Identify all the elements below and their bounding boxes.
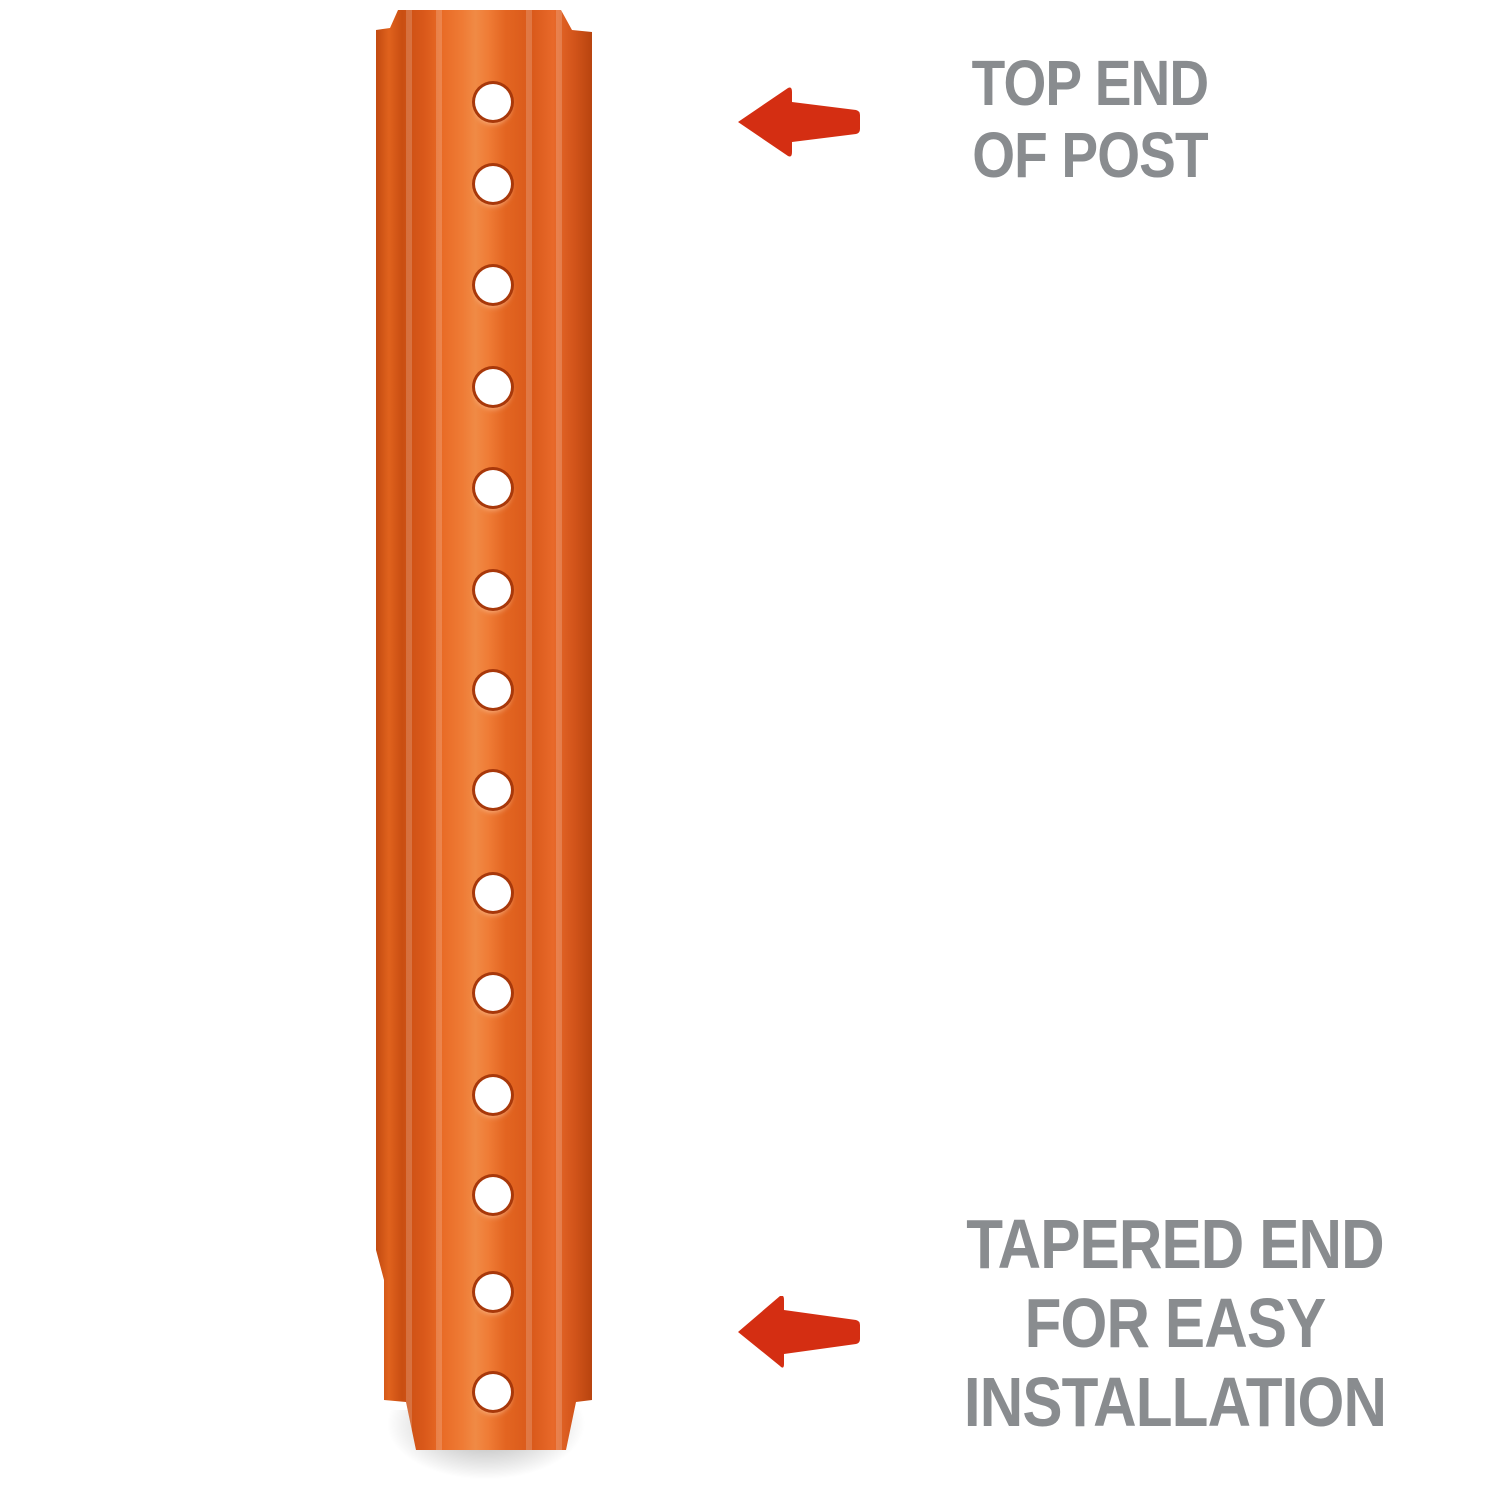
- post-hole: [475, 975, 511, 1011]
- post-hole: [475, 267, 511, 303]
- post-hole: [475, 672, 511, 708]
- post-hole: [475, 875, 511, 911]
- post-hole: [475, 470, 511, 506]
- callout-line: TOP END: [971, 47, 1209, 119]
- post-hole: [475, 1177, 511, 1213]
- callout-line: TAPERED END: [966, 1205, 1384, 1283]
- left-arrow-icon: [738, 1296, 860, 1368]
- sign-post: [376, 10, 592, 1480]
- post-hole: [475, 572, 511, 608]
- callout-bottom-label: TAPERED END FOR EASY INSTALLATION: [943, 1205, 1407, 1442]
- post-hole: [475, 84, 511, 120]
- post-hole: [475, 1274, 511, 1310]
- callout-line: FOR EASY: [1024, 1284, 1327, 1363]
- post-rib: [436, 10, 442, 1450]
- post-hole: [475, 1077, 511, 1113]
- callout-line: INSTALLATION: [963, 1363, 1387, 1442]
- post-rib: [406, 10, 412, 1450]
- post-hole: [475, 772, 511, 808]
- post-hole: [475, 166, 511, 202]
- post-hole: [475, 1374, 511, 1410]
- post-hole: [475, 369, 511, 405]
- left-arrow-icon: [738, 87, 860, 157]
- post-rib: [556, 10, 562, 1450]
- post-rib: [526, 10, 532, 1450]
- callout-line: OF POST: [972, 118, 1208, 191]
- callout-top-label: TOP END OF POST: [927, 47, 1254, 191]
- post-body: [376, 10, 592, 1450]
